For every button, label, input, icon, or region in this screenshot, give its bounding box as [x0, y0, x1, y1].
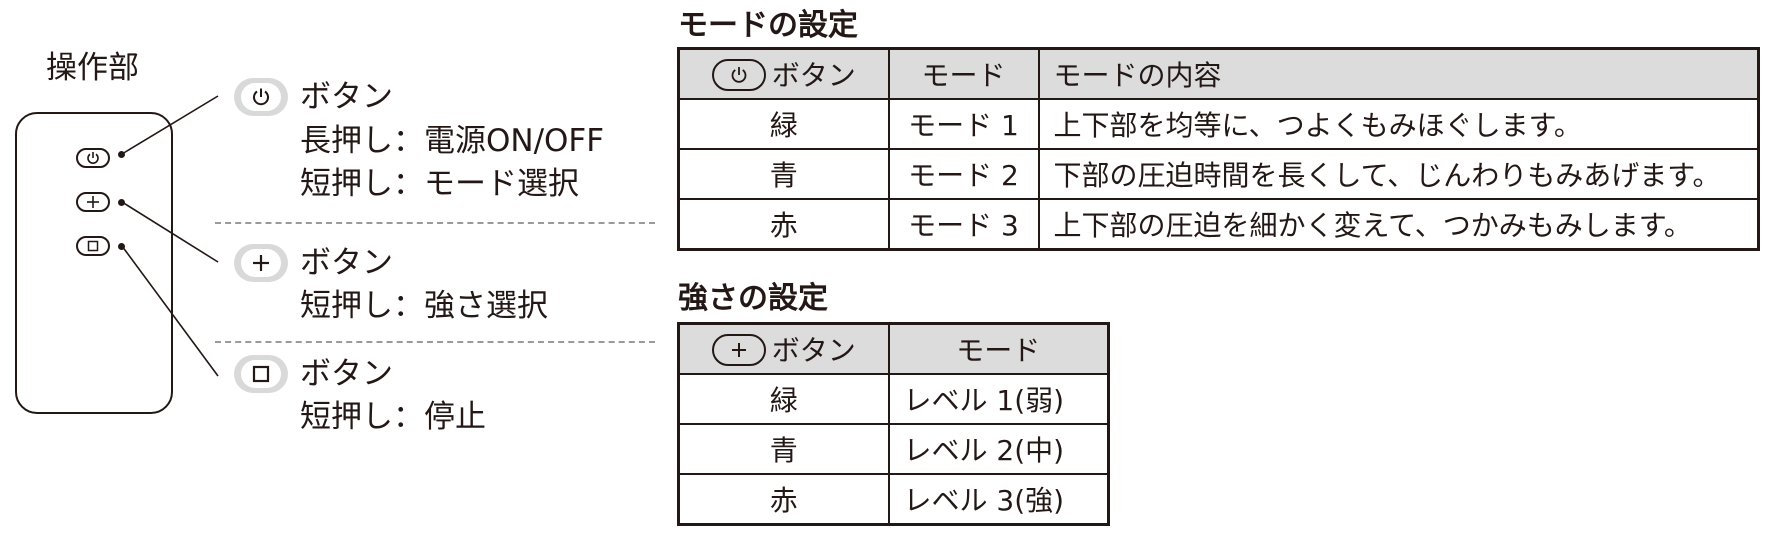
row-color: 赤	[677, 473, 890, 526]
divider	[215, 222, 655, 224]
header-button-cell: ボタン	[677, 322, 890, 375]
header-button-cell: ボタン	[677, 47, 890, 100]
power-button-label: ボタン	[300, 79, 393, 115]
row-color: 赤	[677, 198, 890, 251]
header-content: モードの内容	[1037, 47, 1760, 100]
table-row: 青 モード 2 下部の圧迫時間を長くして、じんわりもみあげます。	[677, 148, 1760, 200]
power-short-press-text: 短押し：モード選択	[300, 166, 579, 202]
leader-lines	[121, 95, 219, 377]
power-icon	[731, 67, 747, 83]
header-mode: モード	[887, 322, 1110, 375]
plus-icon	[87, 196, 99, 208]
remote-stop-button[interactable]	[76, 236, 110, 256]
row-content: 下部の圧迫時間を長くして、じんわりもみあげます。	[1037, 148, 1760, 200]
power-long-press-text: 長押し：電源ON/OFF	[300, 123, 605, 159]
table-row: 緑 モード 1 上下部を均等に、つよくもみほぐします。	[677, 98, 1760, 150]
plus-button-pill	[711, 334, 766, 366]
power-button-pill	[711, 59, 766, 91]
plus-icon	[731, 343, 746, 357]
stop-button-label: ボタン	[300, 356, 393, 392]
mode-table-title: モードの設定	[678, 8, 858, 43]
stop-square-icon	[87, 240, 99, 252]
strength-table-title: 強さの設定	[678, 281, 828, 316]
row-level: レベル 1(弱)	[887, 373, 1110, 425]
header-button-label: ボタン	[771, 59, 856, 92]
plus-button-badge	[234, 244, 288, 282]
row-mode: モード 2	[887, 148, 1040, 200]
plus-lead-dot	[118, 199, 125, 206]
row-content: 上下部の圧迫を細かく変えて、つかみもみします。	[1037, 198, 1760, 251]
row-color: 緑	[677, 98, 890, 150]
table-row: 赤 レベル 3(強)	[677, 473, 1110, 526]
mode-table: ボタン モード モードの内容 緑 モード 1 上下部を均等に、つよくもみほぐしま…	[677, 47, 1760, 251]
controller-title: 操作部	[46, 50, 139, 86]
power-icon	[253, 88, 269, 106]
row-color: 青	[677, 423, 890, 475]
plus-short-press-text: 短押し：強さ選択	[300, 288, 548, 324]
power-button-badge	[234, 78, 288, 116]
stop-square-icon	[252, 365, 270, 383]
divider	[215, 341, 655, 343]
row-color: 青	[677, 148, 890, 200]
power-lead-dot	[118, 151, 125, 158]
row-level: レベル 3(強)	[887, 473, 1110, 526]
table-row: 緑 レベル 1(弱)	[677, 373, 1110, 425]
header-button-label: ボタン	[771, 334, 856, 367]
row-color: 緑	[677, 373, 890, 425]
row-mode: モード 3	[887, 198, 1040, 251]
remote-power-button[interactable]	[76, 148, 110, 168]
row-level: レベル 2(中)	[887, 423, 1110, 475]
table-row: 赤 モード 3 上下部の圧迫を細かく変えて、つかみもみします。	[677, 198, 1760, 251]
remote-control-body	[15, 112, 173, 414]
power-icon	[87, 152, 99, 164]
strength-table-header: ボタン モード	[677, 322, 1110, 375]
plus-icon	[253, 255, 269, 271]
header-mode: モード	[887, 47, 1040, 100]
mode-table-header: ボタン モード モードの内容	[677, 47, 1760, 100]
plus-button-label: ボタン	[300, 245, 393, 281]
strength-table: ボタン モード 緑 レベル 1(弱) 青 レベル 2(中) 赤 レベル 3(強)	[677, 322, 1110, 526]
stop-short-press-text: 短押し：停止	[300, 399, 486, 435]
row-content: 上下部を均等に、つよくもみほぐします。	[1037, 98, 1760, 150]
table-row: 青 レベル 2(中)	[677, 423, 1110, 475]
remote-plus-button[interactable]	[76, 192, 110, 212]
stop-button-badge	[234, 355, 288, 393]
row-mode: モード 1	[887, 98, 1040, 150]
